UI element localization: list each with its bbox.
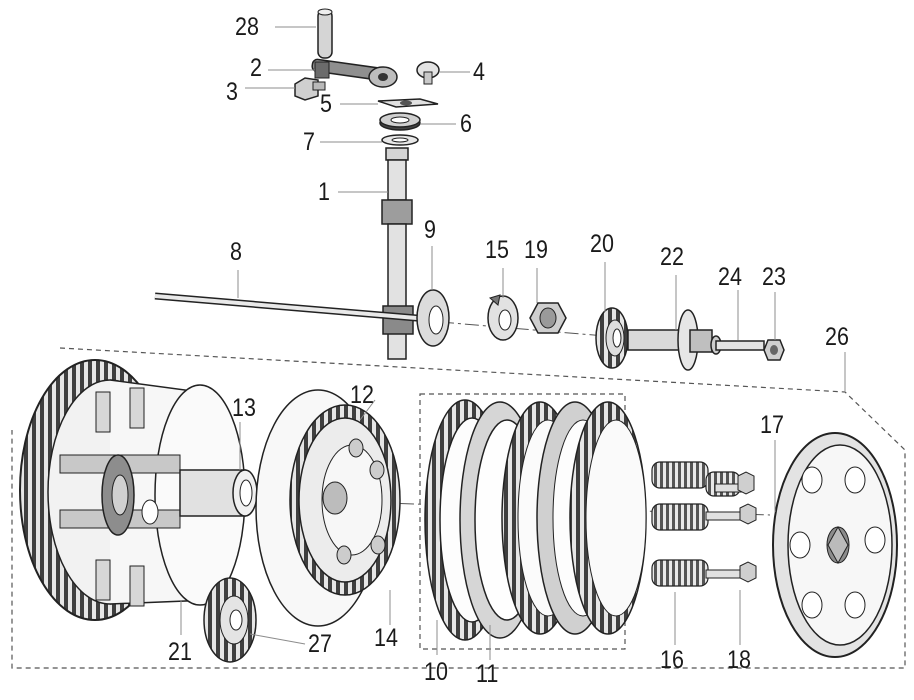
washer-part-7 [381,134,419,146]
clutch-lever-part-2 [311,58,398,88]
screw-part-4 [416,61,440,85]
push-piece-part-22 [627,309,713,371]
callout-11: 11 [476,660,499,688]
callout-21: 21 [168,638,192,666]
callout-3: 3 [226,78,238,106]
callout-15: 15 [485,236,509,264]
bolt-part-3 [294,77,326,101]
callout-8: 8 [230,238,242,266]
callout-28: 28 [235,13,259,41]
nut-part-23 [763,339,785,361]
callout-14: 14 [374,624,398,652]
bolt-part-24 [710,335,765,355]
callout-23: 23 [762,263,786,291]
callout-18: 18 [727,646,751,674]
gear-part-27 [203,577,257,663]
callout-20: 20 [590,230,614,258]
plate-group-outline [419,393,626,650]
callout-1: 1 [318,178,330,206]
callout-27: 27 [308,630,332,658]
clutch-hub-part-14 [289,404,401,596]
callout-5: 5 [320,90,332,118]
plate-part-5 [377,98,439,108]
callout-9: 9 [424,216,436,244]
sleeve-part-13 [179,469,258,517]
callout-16: 16 [660,646,684,674]
callout-13: 13 [232,394,256,422]
leader-lines [180,26,846,660]
clutch-housing [19,359,246,621]
springs-part-16 [651,461,741,587]
release-shaft-part-1 [381,147,414,360]
callout-6: 6 [460,110,472,138]
push-rod-part-8 [154,292,441,324]
bearing-part-20 [595,307,629,369]
plate-stack [501,401,647,635]
callout-26: 26 [825,323,849,351]
callout-2: 2 [250,54,262,82]
callout-12: 12 [350,381,374,409]
callout-7: 7 [303,128,315,156]
pressure-plate-part-17 [772,432,898,658]
lock-washer-part-15 [487,294,519,341]
callout-19: 19 [524,236,548,264]
bolts-part-18 [705,471,757,583]
assembly-group-outline [11,347,906,669]
callout-10: 10 [424,658,448,686]
callout-22: 22 [660,243,684,271]
callout-17: 17 [760,411,784,439]
seal-part-6 [379,112,421,131]
pin-part-28 [317,8,333,59]
washer-part-9 [416,289,450,347]
nut-part-19 [529,302,567,334]
callout-4: 4 [473,58,485,86]
callout-24: 24 [718,263,742,291]
